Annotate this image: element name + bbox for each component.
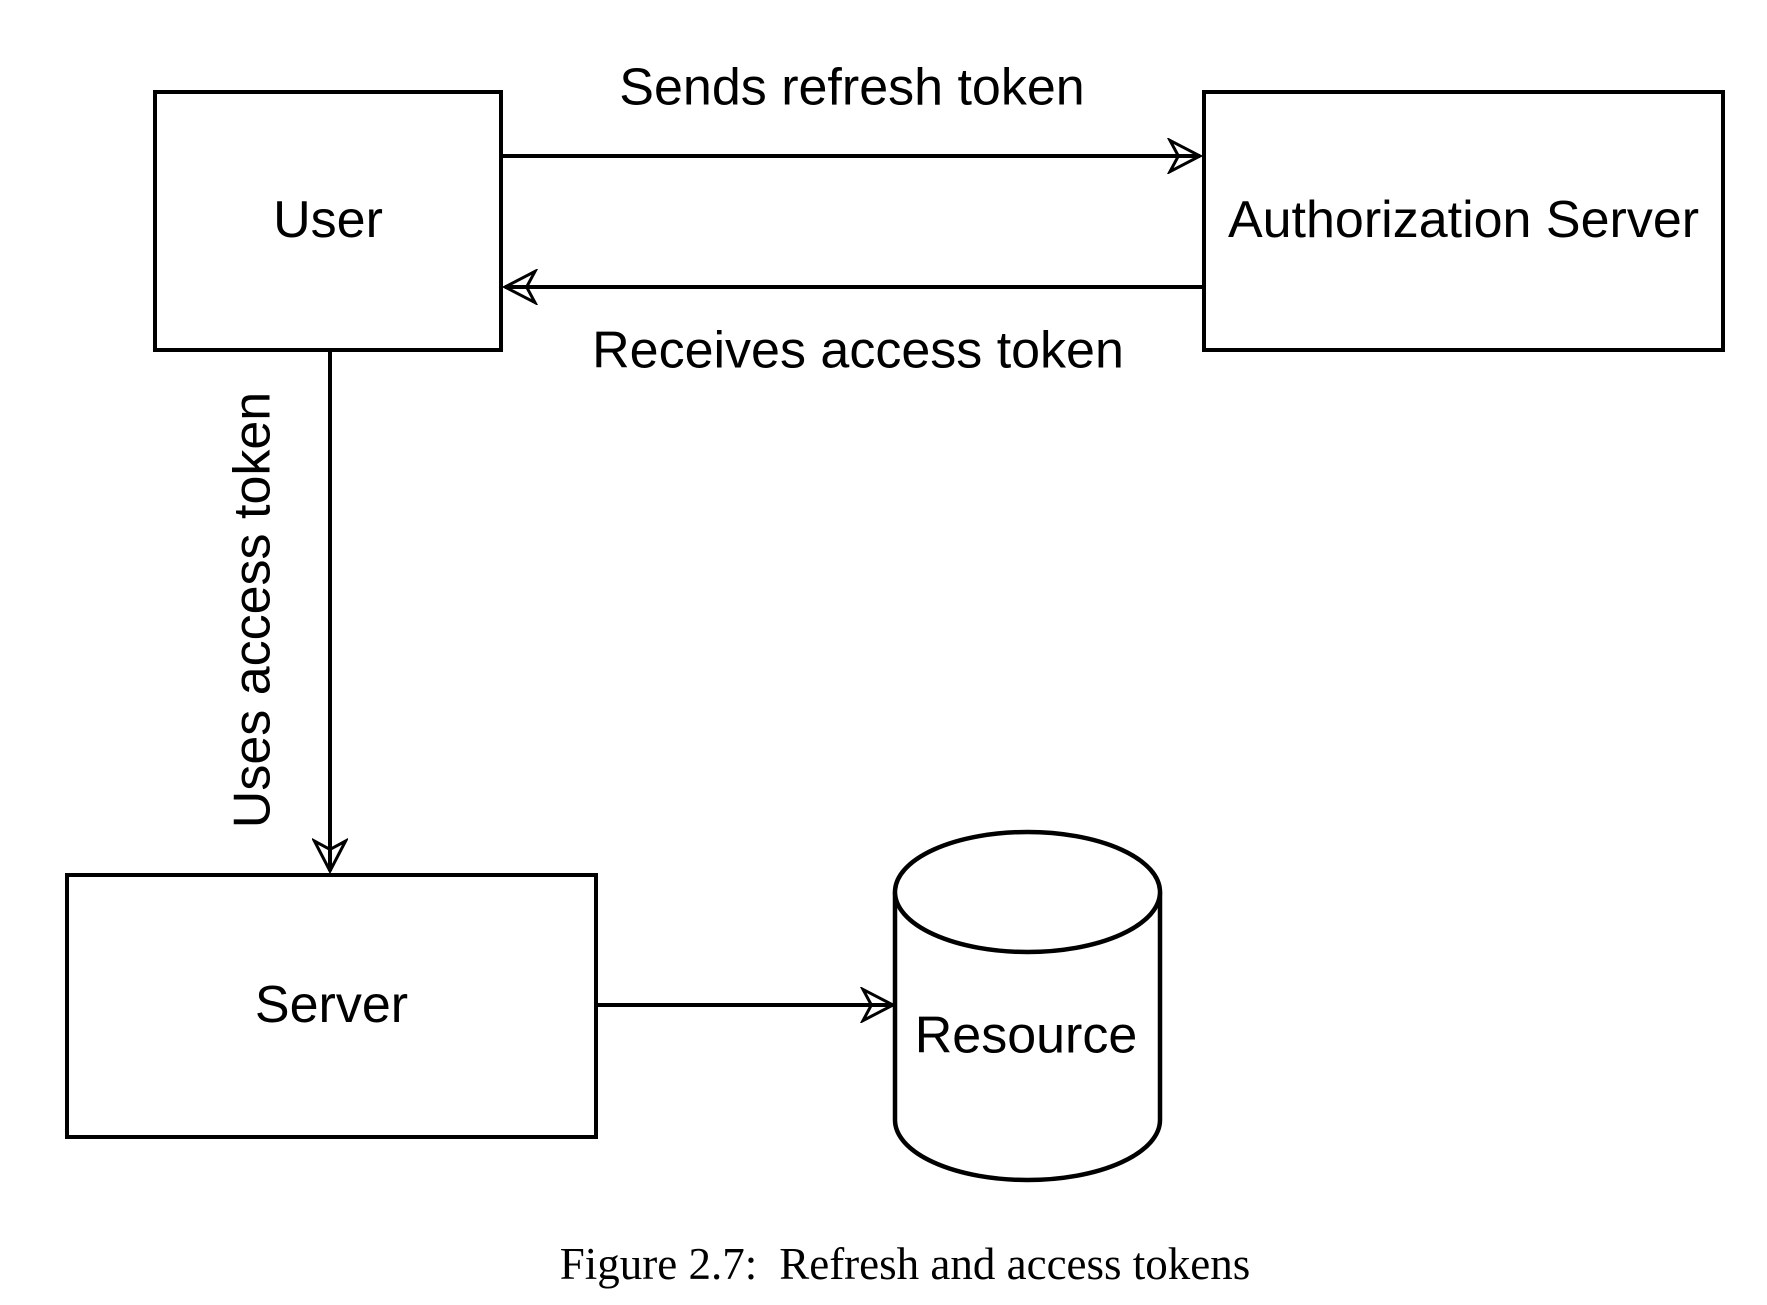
receives-access-token-label: Receives access token bbox=[592, 321, 1124, 380]
figure-caption-number: Figure 2.7: bbox=[559, 1239, 758, 1289]
server-node: Server bbox=[65, 873, 598, 1139]
cylinder-top-rim bbox=[892, 829, 1163, 955]
resource-cylinder bbox=[892, 829, 1163, 1183]
user-node: User bbox=[153, 90, 503, 352]
server-node-label: Server bbox=[254, 976, 409, 1035]
resource-node-label: Resource bbox=[914, 1006, 1138, 1065]
figure-caption-text: Refresh and access tokens bbox=[779, 1239, 1251, 1289]
cylinder-body bbox=[892, 892, 1163, 1183]
figure-caption: Figure 2.7: Refresh and access tokens bbox=[560, 1238, 1251, 1290]
authorization-server-node-label: Authorization Server bbox=[1227, 191, 1700, 250]
user-node-label: User bbox=[273, 191, 383, 250]
sends-refresh-token-label: Sends refresh token bbox=[619, 58, 1085, 117]
uses-access-token-label: Uses access token bbox=[223, 391, 282, 829]
authorization-server-node: Authorization Server bbox=[1202, 90, 1725, 352]
